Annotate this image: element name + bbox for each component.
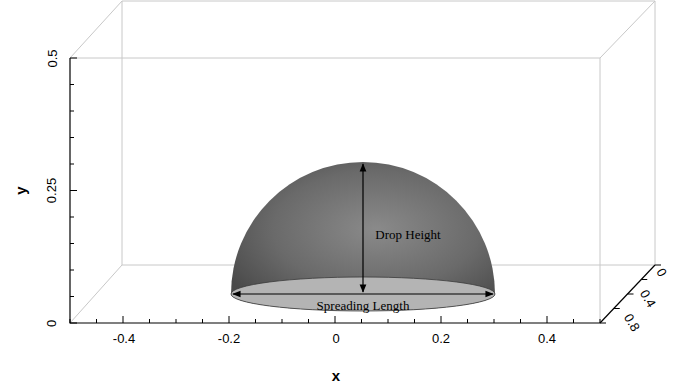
drop-shape <box>231 162 495 311</box>
tick-label: -0.4 <box>113 332 135 345</box>
tick-mark <box>70 190 77 191</box>
tick-mark <box>70 323 77 324</box>
dimension-arrows <box>233 164 493 294</box>
tick-mark <box>308 319 309 323</box>
tick-label: 0.5 <box>45 49 58 67</box>
dimension-label: Drop Height <box>375 228 440 241</box>
axis-title: x <box>332 368 340 383</box>
tick-mark <box>70 84 74 85</box>
tick-mark <box>414 319 415 323</box>
tick-mark <box>641 279 647 280</box>
tick-mark <box>467 319 468 323</box>
tick-mark <box>255 319 256 323</box>
bounding-box <box>70 1 655 323</box>
tick-label: -0.2 <box>218 332 240 345</box>
tick-mark <box>70 217 74 218</box>
tick-mark <box>176 319 177 323</box>
tick-label: 0 <box>655 266 670 279</box>
tick-mark <box>96 319 97 323</box>
tick-mark <box>70 270 74 271</box>
tick-label: 0.4 <box>638 287 658 309</box>
tick-mark <box>494 319 495 323</box>
axis-ticks <box>70 58 661 323</box>
tick-mark <box>70 137 74 138</box>
tick-mark <box>600 319 601 323</box>
tick-mark <box>70 164 74 165</box>
tick-mark <box>388 319 389 323</box>
tick-mark <box>655 265 661 266</box>
tick-mark <box>123 316 124 323</box>
tick-label: 0 <box>45 319 58 326</box>
tick-mark <box>149 319 150 323</box>
tick-mark <box>282 319 283 323</box>
tick-label: 0.25 <box>46 177 59 202</box>
tick-mark <box>229 316 230 323</box>
tick-mark <box>573 319 574 323</box>
tick-mark <box>70 58 77 59</box>
tick-mark <box>335 316 336 323</box>
tick-mark <box>441 316 442 323</box>
tick-mark <box>202 319 203 323</box>
tick-label: 0.4 <box>538 332 556 345</box>
tick-mark <box>70 296 74 297</box>
tick-mark <box>361 319 362 323</box>
tick-mark <box>70 243 74 244</box>
axis-title: y <box>13 186 28 194</box>
tick-mark <box>70 319 71 323</box>
tick-label: 0.2 <box>432 332 450 345</box>
tick-label: 0.8 <box>622 311 642 333</box>
tick-mark <box>547 316 548 323</box>
tick-mark <box>628 294 634 295</box>
axes <box>70 58 655 323</box>
tick-label: 0 <box>332 332 339 345</box>
dimension-label: Spreading Length <box>317 299 410 312</box>
tick-mark <box>520 319 521 323</box>
tick-mark <box>600 323 606 324</box>
tick-mark <box>614 308 620 309</box>
tick-mark <box>70 111 74 112</box>
